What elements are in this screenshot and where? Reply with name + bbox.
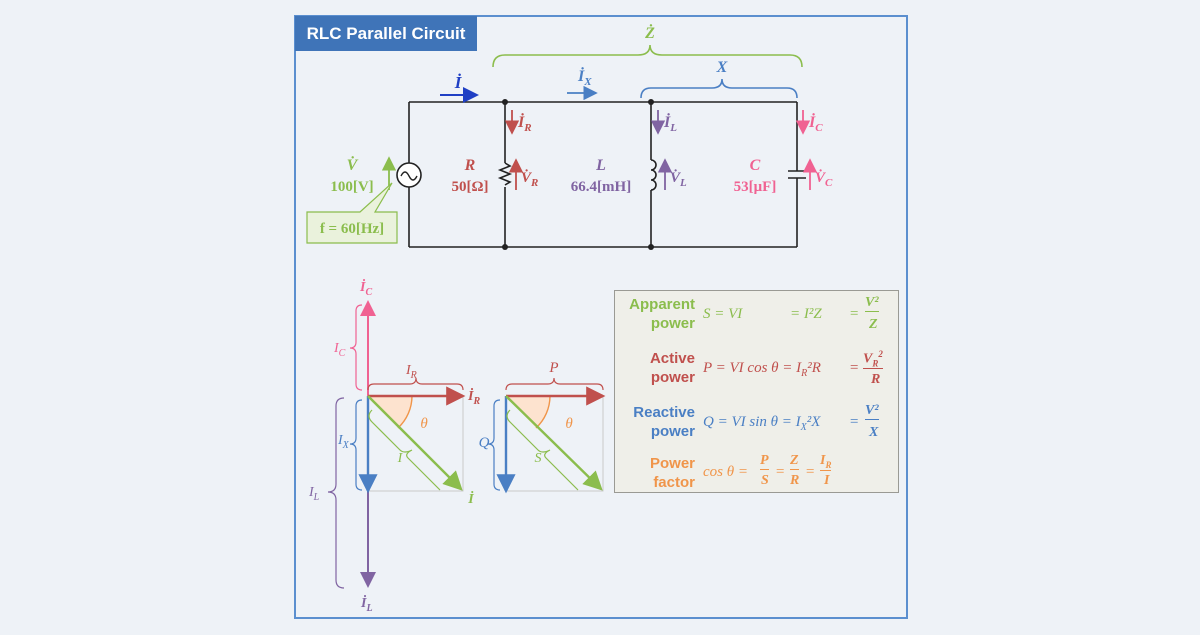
theta-label: θ bbox=[420, 416, 428, 432]
formula-name: Power factor bbox=[649, 455, 695, 491]
source-name: V̇ bbox=[347, 156, 359, 174]
freq-label: f = 60[Hz] bbox=[320, 221, 384, 237]
formula-name: Active power bbox=[649, 350, 695, 386]
inductor-value: 66.4[mH] bbox=[571, 179, 631, 195]
ic-brace bbox=[349, 304, 363, 391]
vr-label: V̇R bbox=[521, 169, 538, 189]
formula-num: VR2 bbox=[863, 349, 883, 370]
resistor-name: R bbox=[464, 157, 476, 174]
eq-sign: = bbox=[805, 464, 816, 480]
node-r-top bbox=[502, 99, 508, 105]
capacitor-plates bbox=[788, 170, 806, 179]
formula-name: Apparent power bbox=[629, 296, 695, 332]
frac2-num: Z bbox=[790, 453, 799, 470]
frac1-den: S bbox=[761, 473, 769, 488]
formula-apparent: Apparent power S = VI = I²Z = V² Z bbox=[615, 293, 900, 343]
ix-brace bbox=[349, 399, 363, 491]
formula-den: R bbox=[871, 372, 881, 387]
p-label: P bbox=[548, 360, 558, 376]
theta-wedge bbox=[368, 396, 412, 428]
formula-eq3: = bbox=[849, 360, 860, 376]
node-r-bottom bbox=[502, 244, 508, 250]
formula-num: V² bbox=[865, 295, 879, 312]
i-vector bbox=[367, 395, 463, 491]
ir-brace bbox=[367, 377, 464, 391]
ac-wave bbox=[400, 171, 418, 181]
inductor-coil bbox=[650, 159, 657, 191]
ir-label: İR bbox=[517, 112, 532, 134]
capacitor-name: C bbox=[750, 157, 761, 174]
x-brace bbox=[640, 78, 798, 99]
ic-label: İC bbox=[808, 112, 823, 134]
vc-label: V̇C bbox=[815, 169, 833, 189]
formula-num: V² bbox=[865, 403, 879, 420]
power-theta-wedge bbox=[506, 396, 550, 428]
il-brace bbox=[327, 397, 345, 589]
x-label: X bbox=[716, 59, 728, 76]
p-brace bbox=[505, 377, 604, 391]
z-brace bbox=[492, 44, 803, 68]
ix-side-label: IX bbox=[337, 433, 350, 451]
eq-sign: = bbox=[775, 464, 786, 480]
frac3-num: IR bbox=[820, 453, 832, 471]
z-label: Ż bbox=[644, 23, 655, 42]
node-l-bottom bbox=[648, 244, 654, 250]
i-diag-label: I bbox=[397, 451, 404, 466]
formula-eq3: = bbox=[849, 306, 860, 322]
s-brace bbox=[506, 409, 579, 491]
formula-eq1: S = VI bbox=[703, 306, 743, 322]
ic-side-label: IC bbox=[333, 341, 346, 359]
circuit bbox=[396, 101, 806, 248]
power-phasor: θ P Q S bbox=[479, 360, 606, 494]
resistor-zigzag bbox=[497, 162, 513, 186]
current-phasor: θ I İ IR İR İC IC IX IL İL bbox=[308, 278, 480, 614]
ir-brace-label: IR bbox=[405, 363, 417, 381]
node-l-top bbox=[648, 99, 654, 105]
ir-tip-label: İR bbox=[467, 387, 480, 407]
formula-box: Apparent power S = VI = I²Z = V² Z Activ… bbox=[614, 290, 899, 493]
diagram-title: RLC Parallel Circuit bbox=[295, 16, 477, 51]
formula-eq2: = I²Z bbox=[790, 306, 822, 322]
s-label: S bbox=[535, 451, 542, 466]
frac3-den: I bbox=[824, 473, 830, 488]
formula-eq1: P = VI cos θ = IR²R bbox=[703, 360, 821, 379]
capacitor-value: 53[μF] bbox=[734, 179, 777, 195]
ic-top-label: İC bbox=[359, 278, 372, 298]
source-value: 100[V] bbox=[330, 179, 373, 195]
il-side-label: IL bbox=[308, 485, 320, 503]
formula-power-factor: Power factor cos θ = P S = Z R = IR I bbox=[615, 452, 900, 502]
resistor-value: 50[Ω] bbox=[451, 179, 488, 195]
formula-name: Reactive power bbox=[633, 404, 695, 440]
s-vector bbox=[505, 395, 603, 491]
frac2-den: R bbox=[790, 473, 800, 488]
il-label: İL bbox=[663, 112, 677, 134]
q-brace bbox=[487, 399, 501, 491]
formula-eq3: = bbox=[849, 414, 860, 430]
freq-callout-box bbox=[306, 182, 398, 244]
ix-label: İX bbox=[577, 66, 592, 88]
power-theta-label: θ bbox=[565, 416, 573, 432]
i-brace bbox=[368, 409, 441, 491]
formula-active: Active power P = VI cos θ = IR²R = VR2 R bbox=[615, 347, 900, 397]
formula-den: X bbox=[869, 425, 879, 440]
vl-label: V̇L bbox=[670, 169, 687, 189]
frac1-num: P bbox=[760, 453, 769, 470]
i-tip-label: İ bbox=[467, 490, 474, 507]
formula-den: Z bbox=[869, 317, 878, 332]
formula-eq1: cos θ = bbox=[703, 464, 748, 480]
inductor-name: L bbox=[595, 157, 606, 174]
q-label: Q bbox=[479, 435, 490, 451]
il-bottom-label: İL bbox=[360, 594, 373, 614]
formula-eq1: Q = VI sin θ = IX²X bbox=[703, 414, 821, 433]
i-label: İ bbox=[454, 73, 463, 92]
formula-reactive: Reactive power Q = VI sin θ = IX²X = V² … bbox=[615, 401, 900, 451]
